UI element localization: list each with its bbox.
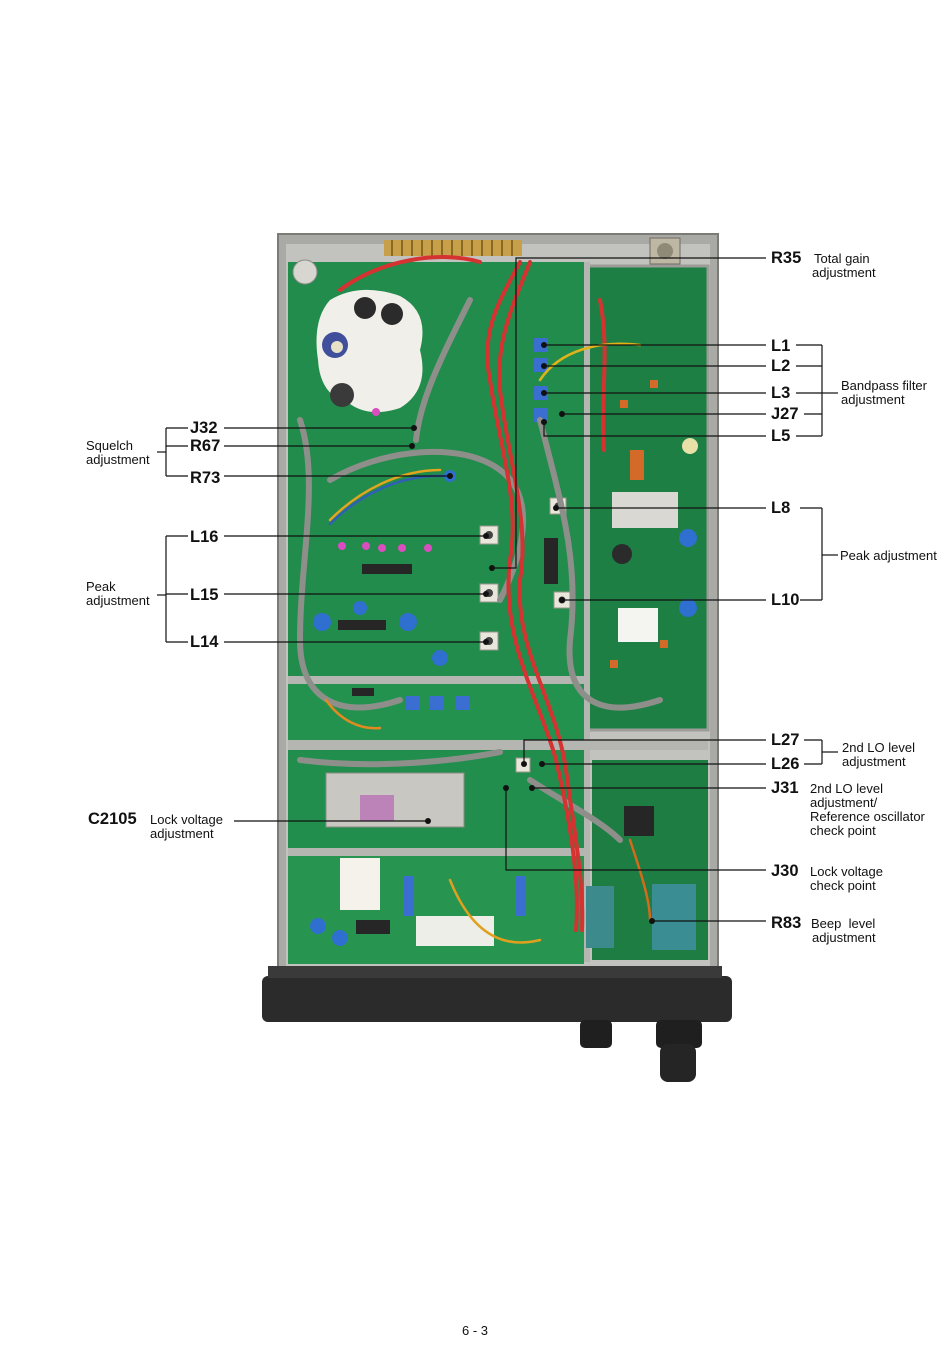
peak-right-description: Peak adjustment bbox=[840, 548, 937, 563]
ref-l8: L8 bbox=[771, 499, 791, 517]
bandpass-description: Bandpass filter adjustment bbox=[841, 378, 927, 407]
ref-j27: J27 bbox=[771, 405, 799, 423]
r83-description: Beep level adjustment bbox=[811, 916, 876, 945]
total-gain-description: Total gain adjustment bbox=[812, 251, 876, 280]
squelch-description: Squelch adjustment bbox=[86, 438, 150, 467]
ref-j31: J31 bbox=[771, 779, 799, 797]
rf-module bbox=[612, 492, 678, 528]
page-number: 6 - 3 bbox=[461, 1323, 488, 1338]
ref-l16: L16 bbox=[190, 528, 219, 546]
ref-j30: J30 bbox=[771, 862, 799, 880]
ref-c2105: C2105 bbox=[88, 810, 137, 828]
ref-j32: J32 bbox=[190, 419, 218, 437]
ref-l1: L1 bbox=[771, 337, 791, 355]
ref-l2: L2 bbox=[771, 357, 791, 375]
ref-r83: R83 bbox=[771, 914, 802, 932]
ref-l14: L14 bbox=[190, 633, 219, 651]
ref-l10: L10 bbox=[771, 591, 800, 609]
j31-description: 2nd LO level adjustment/ Reference oscil… bbox=[810, 781, 925, 838]
ref-l3: L3 bbox=[771, 384, 791, 402]
ref-l5: L5 bbox=[771, 427, 791, 445]
lo-level-description: 2nd LO level adjustment bbox=[842, 740, 915, 769]
ref-l26: L26 bbox=[771, 755, 800, 773]
front-panel bbox=[262, 976, 732, 1022]
front-knobs bbox=[580, 1020, 702, 1082]
lock-voltage-description: Lock voltage adjustment bbox=[150, 812, 223, 841]
j30-description: Lock voltage check point bbox=[810, 864, 883, 893]
crystal-oscillator bbox=[325, 772, 465, 828]
ref-l27: L27 bbox=[771, 731, 800, 749]
ref-r67: R67 bbox=[190, 437, 221, 455]
ref-l15: L15 bbox=[190, 586, 219, 604]
ref-r35: R35 bbox=[771, 249, 802, 267]
ref-r73: R73 bbox=[190, 469, 221, 487]
peak-left-description: Peak adjustment bbox=[86, 579, 150, 608]
middle-strip bbox=[288, 682, 584, 740]
